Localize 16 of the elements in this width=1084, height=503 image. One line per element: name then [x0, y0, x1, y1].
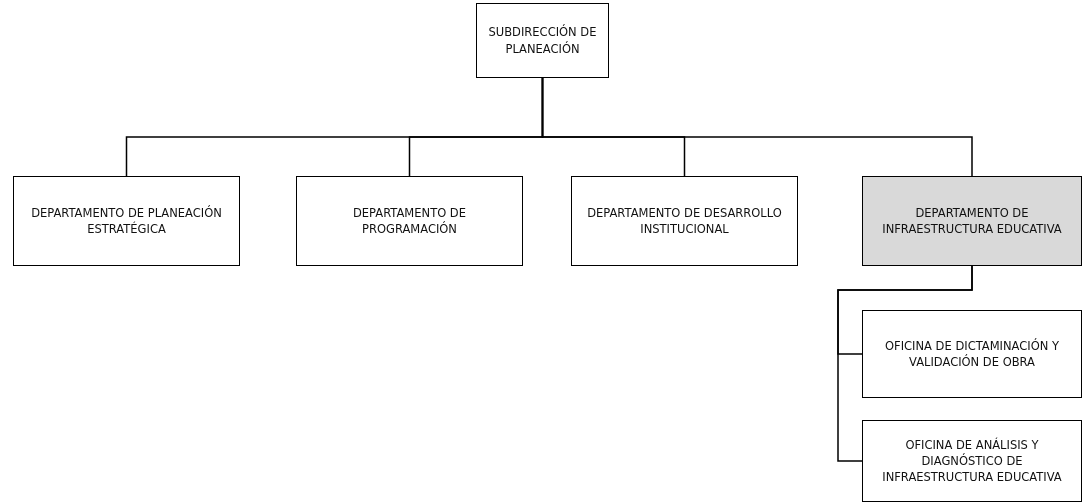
org-box: [296, 176, 523, 266]
org-box: [862, 310, 1082, 398]
org-box: [476, 3, 609, 78]
box-label: DEPARTAMENTO DE PROGRAMACIÓN: [352, 204, 467, 238]
org-box: [862, 420, 1082, 502]
box-label: OFICINA DE ANÁLISIS Y DIAGNÓSTICO DE INFRAESTRUCTURA EDUCATIVA: [881, 436, 1063, 486]
org-box: [13, 176, 240, 266]
box-label: SUBDIRECCIÓN DE PLANEACIÓN: [487, 24, 598, 57]
connector-line: [837, 265, 973, 462]
connector-line: [541, 77, 973, 177]
org-box: [862, 176, 1082, 266]
box-label: DEPARTAMENTO DE INFRAESTRUCTURA EDUCATIVA: [881, 204, 1063, 238]
box-label: DEPARTAMENTO DE DESARROLLO INSTITUCIONAL: [586, 204, 783, 238]
org-box: [571, 176, 798, 266]
box-label: DEPARTAMENTO DE PLANEACIÓN ESTRATÉGICA: [30, 204, 223, 238]
box-label: OFICINA DE DICTAMINACIÓN Y VALIDACIÓN DE OBRA: [884, 337, 1060, 371]
